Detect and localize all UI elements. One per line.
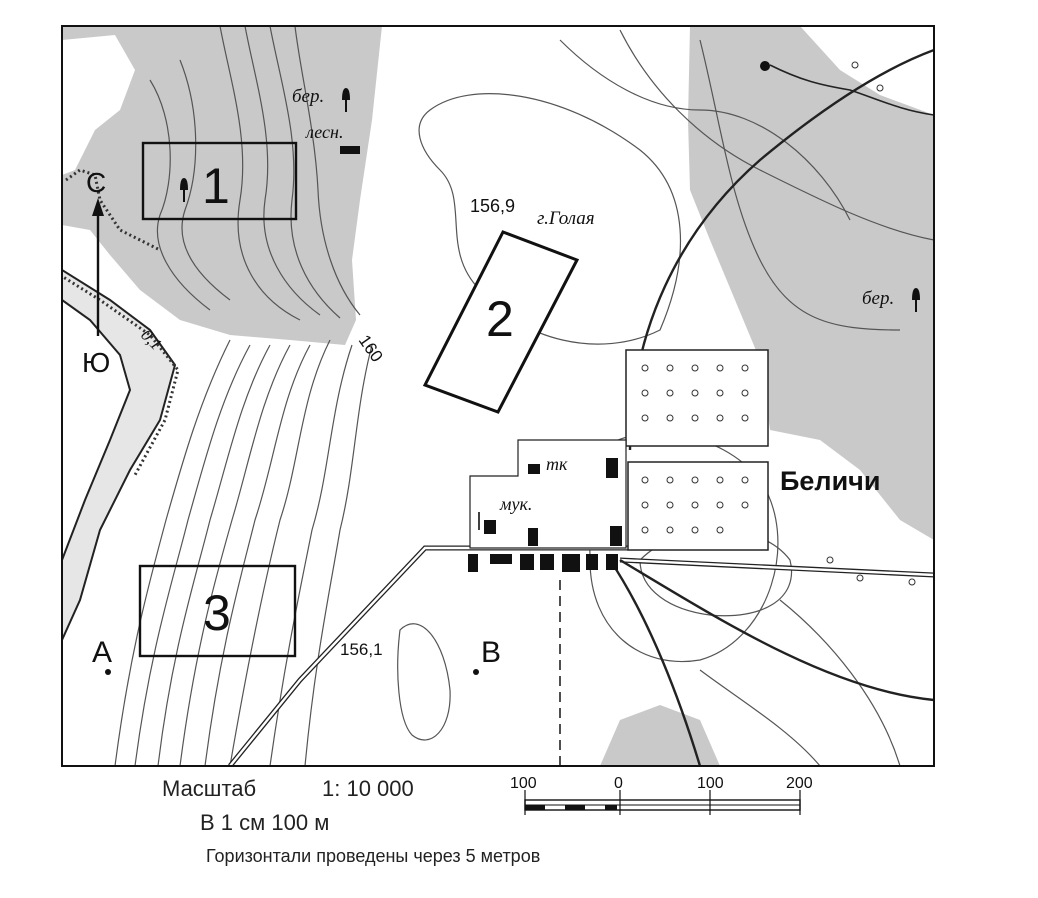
hill-height: 156,9 <box>470 196 515 216</box>
scale-bar: 100 0 100 200 <box>510 775 813 815</box>
forest-area-east <box>688 26 934 540</box>
spring-marker <box>760 61 770 71</box>
village-block <box>469 439 627 549</box>
forester-label: лесн. <box>305 122 343 142</box>
river <box>62 268 177 641</box>
building-label-tk: тк <box>546 454 568 474</box>
compass-south-label: Ю <box>82 347 110 378</box>
building-label-muk: мук. <box>499 494 532 514</box>
forest-clearing-east <box>800 26 934 115</box>
orchard-trees <box>641 61 916 586</box>
forest-clearing <box>62 35 135 175</box>
hill-name: г.Голая <box>537 208 595 229</box>
point-b-label: B <box>481 636 501 669</box>
river-bank-hachures <box>62 168 180 476</box>
map-border <box>61 25 935 767</box>
second-height: 156,1 <box>340 640 383 659</box>
north-arrow-head <box>92 198 104 216</box>
point-a-marker <box>105 669 111 675</box>
forest-area-south <box>600 705 720 766</box>
area-2-box <box>422 230 580 414</box>
area-3-box <box>138 564 297 658</box>
compass-north-label: С <box>86 167 106 198</box>
contour-interval-note: Горизонтали проведены через 5 метров <box>206 846 541 866</box>
scale-tick-200: 200 <box>786 775 813 792</box>
contour-lines <box>114 26 934 766</box>
scale-tick-zero: 0 <box>614 775 623 792</box>
scale-per-cm: В 1 см 100 м <box>200 810 330 835</box>
tree-symbols <box>180 88 920 312</box>
birch-label-east: бер. <box>862 288 894 309</box>
area-1-number: 1 <box>202 158 230 214</box>
village-name: Беличи <box>780 466 880 496</box>
forest-area-northwest <box>62 26 382 345</box>
scale-ratio: 1: 10 000 <box>322 776 414 801</box>
scale-title: Масштаб <box>162 776 257 801</box>
village-buildings <box>468 458 622 572</box>
birch-label-north: бер. <box>292 86 324 107</box>
orchard-north <box>625 349 769 447</box>
scale-tick-100: 100 <box>697 775 724 792</box>
point-b-marker <box>473 669 479 675</box>
area-2-number: 2 <box>486 291 514 347</box>
area-1-box <box>141 141 298 221</box>
point-a-label: A <box>92 636 112 669</box>
scale-tick-left: 100 <box>510 775 537 792</box>
area-3-number: 3 <box>203 585 231 641</box>
